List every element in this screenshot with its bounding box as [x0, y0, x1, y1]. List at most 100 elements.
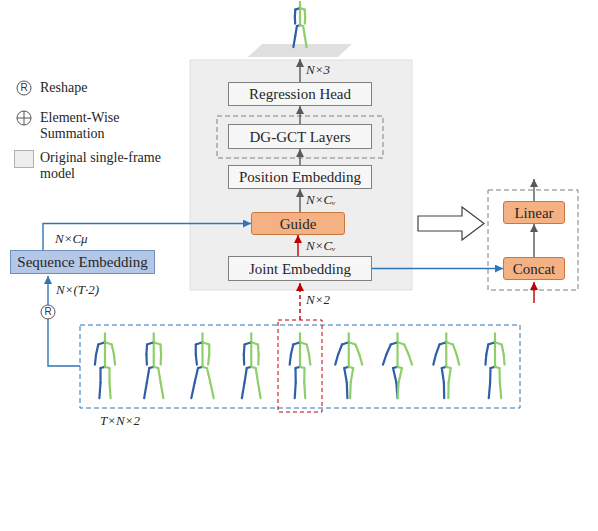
box-label: Linear [514, 204, 553, 222]
expand-arrow [418, 207, 484, 240]
bone [346, 383, 349, 399]
flow-arrow [372, 268, 503, 269]
bone [386, 344, 390, 354]
bone [359, 355, 362, 365]
box-label: DG-GCT Layers [250, 128, 351, 146]
bone [195, 368, 198, 383]
reshape-letter: R [41, 305, 55, 319]
skeleton-figures [95, 2, 505, 398]
skeleton [293, 2, 306, 47]
bone [153, 342, 155, 367]
legend-text: Element-Wise Summation [40, 110, 165, 142]
bone [445, 333, 447, 342]
flow-arrow [43, 224, 251, 251]
bone [290, 355, 291, 365]
box-label: Joint Embedding [249, 260, 351, 278]
bone [104, 333, 106, 342]
flow-arrow [299, 106, 300, 124]
skeleton [191, 333, 213, 398]
legend-text: Original single-frame model [40, 150, 165, 182]
guide-detail-frame [488, 190, 578, 290]
bone [351, 368, 354, 383]
sequence-frame [80, 325, 520, 408]
bone [500, 383, 501, 399]
bone [299, 8, 301, 25]
bone [114, 355, 115, 365]
bone [294, 17, 297, 24]
bone [250, 342, 252, 367]
skeleton [433, 333, 459, 398]
bone [303, 26, 305, 36]
bone [153, 333, 155, 342]
box-label: Regression Head [249, 85, 351, 103]
flow-arrow [299, 149, 300, 165]
legend-text: Reshape [40, 80, 165, 96]
bone [303, 383, 306, 399]
bone [304, 17, 307, 24]
bone [335, 355, 338, 365]
bone [201, 342, 203, 367]
dimension-label: N×Cᵥ [306, 192, 336, 207]
bone [489, 368, 492, 383]
joint-embedding-box: Joint Embedding [228, 256, 372, 281]
bone [257, 344, 260, 354]
legend-swatch [14, 150, 34, 168]
linear-output-arrow [533, 179, 534, 201]
bone [494, 342, 496, 367]
ground-plane [248, 44, 352, 57]
bone [443, 383, 445, 399]
flow-arrow [299, 189, 300, 212]
bone [161, 383, 164, 399]
box-label: Position Embedding [239, 168, 361, 186]
bone [158, 368, 160, 383]
guide-box: Guide [251, 212, 345, 235]
skeleton [144, 333, 163, 398]
reshape-symbol [41, 305, 55, 319]
output-arrow [299, 59, 300, 82]
bone [243, 355, 246, 365]
dimension-label: N×3 [306, 62, 330, 77]
bone [436, 344, 440, 354]
skeleton [383, 333, 412, 398]
bone [294, 368, 296, 383]
bone [398, 383, 399, 399]
bone [250, 333, 252, 342]
bone [207, 368, 210, 383]
bone [144, 383, 147, 399]
bone [99, 383, 100, 399]
dimension-label: T×N×2 [100, 413, 140, 428]
box-label: Guide [280, 215, 317, 233]
reshape-arrow [47, 276, 48, 305]
reshape-symbol [17, 81, 31, 95]
bone [195, 344, 197, 354]
bone [383, 355, 386, 365]
bone [503, 355, 506, 365]
bone [242, 383, 245, 399]
dimension-label: N×(T·2) [56, 282, 99, 297]
bone [145, 355, 148, 365]
skeleton [95, 333, 115, 398]
bone [486, 344, 488, 354]
position-embedding-box: Position Embedding [228, 165, 372, 189]
bone [160, 355, 163, 365]
bone [243, 344, 246, 354]
skeleton [242, 333, 261, 398]
bone [96, 344, 98, 354]
sum-symbol [17, 111, 31, 125]
bone [95, 355, 96, 365]
bone [489, 383, 490, 399]
bone [258, 383, 261, 399]
bone [108, 368, 110, 383]
bone [291, 344, 293, 354]
bone [484, 355, 487, 365]
bone [502, 344, 504, 354]
single-frame-panel [190, 60, 412, 290]
bone [147, 368, 149, 383]
bone [295, 26, 297, 36]
bone [449, 368, 451, 383]
bone [447, 383, 449, 399]
skeleton [290, 333, 311, 398]
box-label: Sequence Embedding [17, 253, 147, 271]
